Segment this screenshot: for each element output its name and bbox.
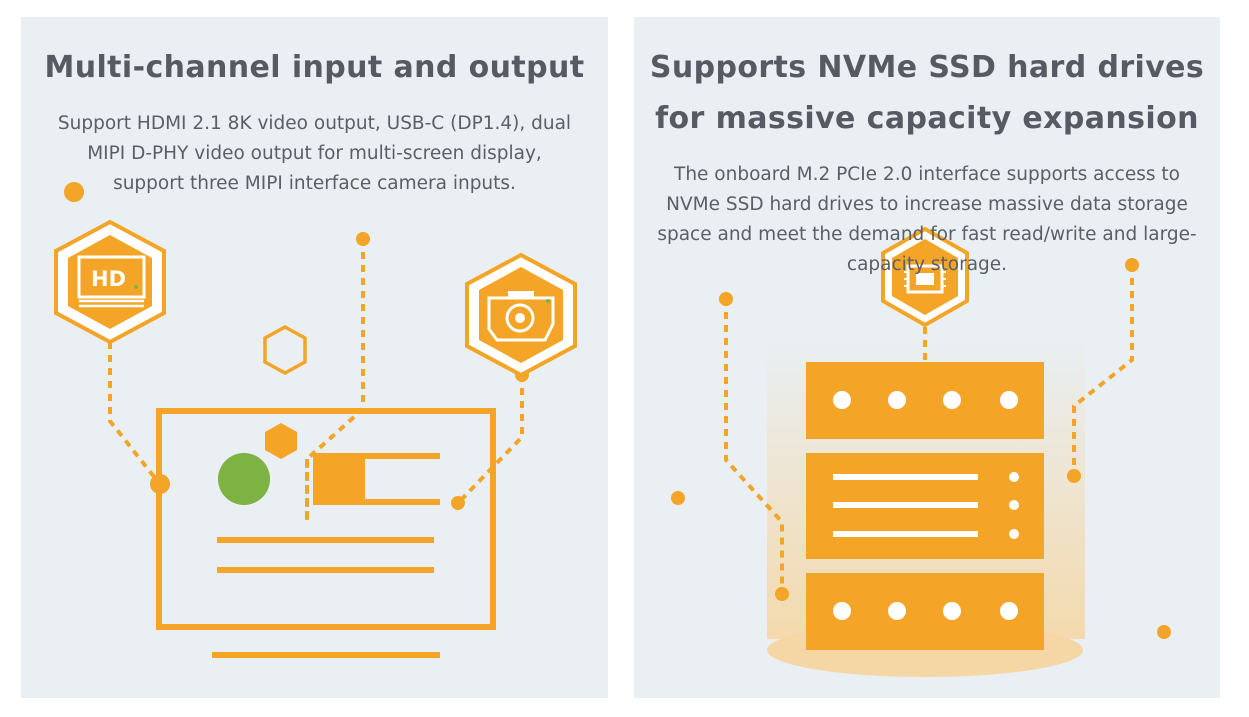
feature-card-multichannel: HD Multi-channel input and outp bbox=[21, 17, 608, 698]
camera-icon bbox=[465, 252, 577, 378]
display-screen-graphic bbox=[156, 408, 496, 658]
display-io-illustration: HD bbox=[54, 182, 577, 658]
decor-dot bbox=[64, 182, 84, 202]
panel-description: Support HDMI 2.1 8K video output, USB-C … bbox=[57, 113, 572, 194]
storage-illustration bbox=[671, 226, 1171, 677]
decor-dot bbox=[1157, 625, 1171, 639]
chip-icon bbox=[881, 226, 969, 328]
panel-description: The onboard M.2 PCIe 2.0 interface suppo… bbox=[657, 164, 1197, 275]
hexagon-outline bbox=[263, 325, 307, 375]
connector-dot bbox=[775, 587, 789, 601]
connector-dot bbox=[1125, 258, 1139, 272]
connector-dot bbox=[451, 496, 465, 510]
panel-title: Supports NVMe SSD hard drives for massiv… bbox=[649, 50, 1205, 136]
server-stack-icon bbox=[806, 362, 1044, 650]
hd-video-icon: HD bbox=[54, 219, 166, 345]
panel-title: Multi-channel input and output bbox=[44, 50, 585, 85]
connector-dot bbox=[356, 232, 370, 246]
decor-dot bbox=[671, 491, 685, 505]
connector-dot bbox=[719, 292, 733, 306]
connector-dot bbox=[1067, 469, 1081, 483]
svg-text:HD: HD bbox=[91, 267, 126, 291]
feature-card-nvme: Supports NVMe SSD hard drives for massiv… bbox=[634, 17, 1220, 698]
